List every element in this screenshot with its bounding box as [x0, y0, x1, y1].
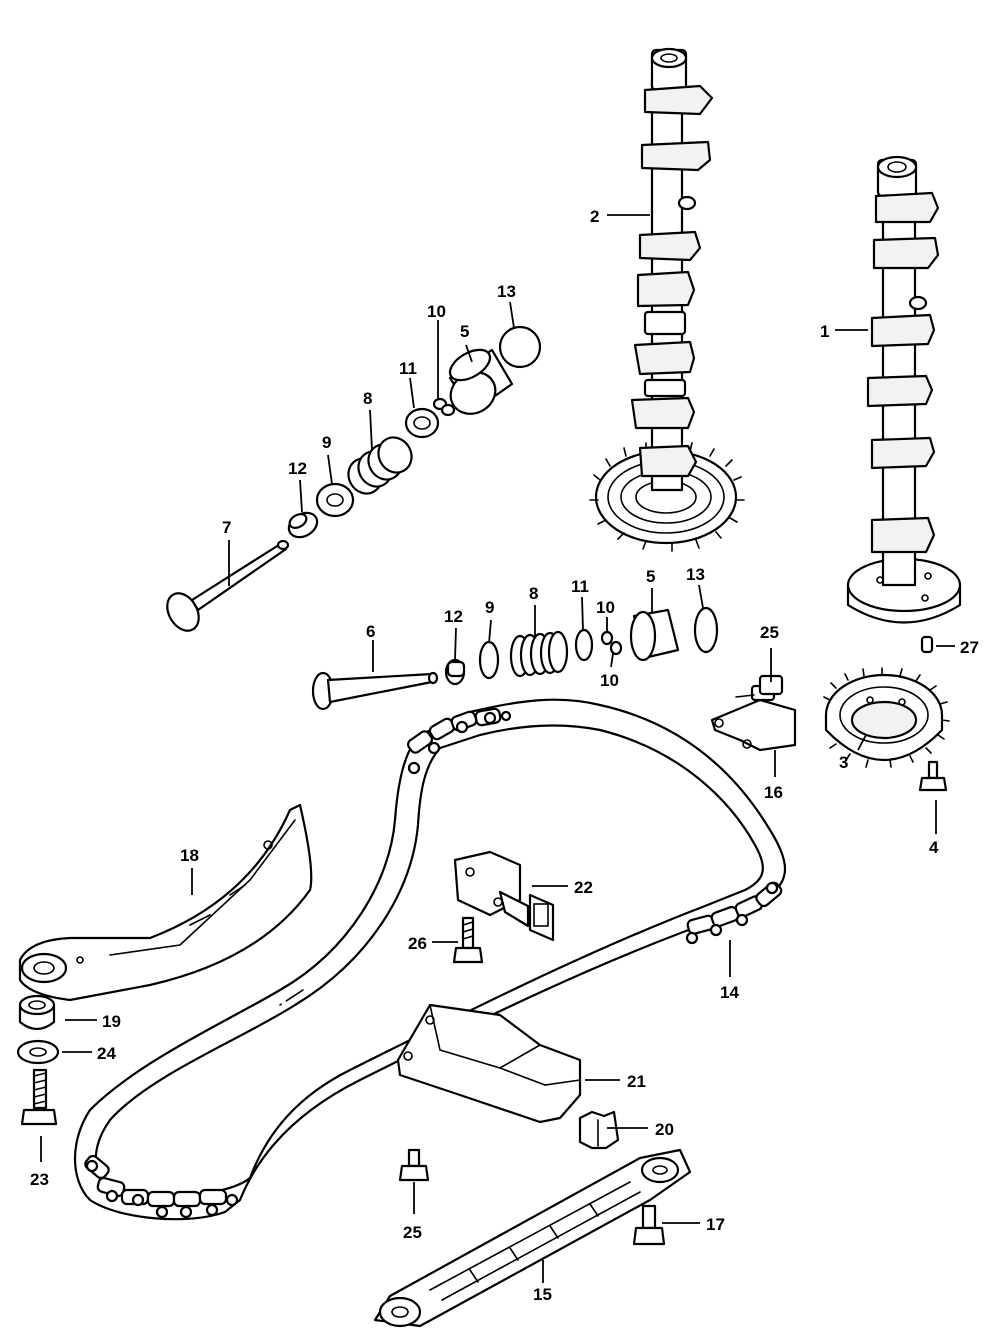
chain-guide-damper [578, 1110, 620, 1150]
callout-17: 17 [706, 1215, 725, 1234]
callout-4: 4 [929, 838, 939, 857]
callout-labels: 1 2 3 4 5 5 6 7 8 8 9 9 10 10 10 11 11 1… [30, 207, 979, 1304]
callout-25b: 25 [403, 1223, 422, 1242]
callout-10b: 10 [596, 598, 615, 617]
lifter-5 [448, 348, 514, 415]
chain-links-right [685, 881, 783, 945]
chain-tensioner-shoe [18, 803, 313, 1002]
callout-11b: 11 [571, 577, 589, 596]
callout-25a: 25 [760, 623, 779, 642]
callout-11a: 11 [399, 359, 417, 378]
callout-16: 16 [764, 783, 783, 802]
tensioner-bushing [18, 994, 56, 1031]
valve-spring-8 [347, 436, 413, 495]
callout-23: 23 [30, 1170, 49, 1189]
callout-8a: 8 [363, 389, 372, 408]
leader-lines [40, 214, 955, 1283]
callout-26: 26 [408, 934, 427, 953]
valve-6 [311, 671, 439, 711]
upper-valve-assembly [166, 325, 542, 632]
lifter-5b [629, 608, 680, 662]
chain-tensioner [453, 850, 555, 942]
callout-6: 6 [366, 622, 375, 641]
chain-guide-21 [396, 1003, 582, 1124]
callout-5a: 5 [460, 322, 469, 341]
tensioner-washer [16, 1039, 60, 1065]
callout-8b: 8 [529, 584, 538, 603]
guide-bolt-17 [632, 1204, 666, 1246]
callout-13b: 13 [686, 565, 705, 584]
callout-2: 2 [590, 207, 599, 226]
callout-21: 21 [627, 1072, 646, 1091]
chain-guide-15 [373, 1148, 692, 1328]
chain-links-bottom [84, 1154, 239, 1219]
sprocket-bolt [918, 760, 948, 792]
callout-3: 3 [839, 753, 848, 772]
callout-24: 24 [97, 1044, 116, 1063]
timing-chain [74, 698, 786, 1221]
dowel-pin [920, 635, 934, 654]
callout-12b: 12 [444, 607, 463, 626]
callout-19: 19 [102, 1012, 121, 1031]
callout-18: 18 [180, 846, 199, 865]
callout-14: 14 [720, 983, 739, 1002]
intake-camshaft [589, 47, 745, 552]
callout-22: 22 [574, 878, 593, 897]
tensioner-bolt [20, 1068, 58, 1126]
callout-1: 1 [820, 322, 829, 341]
lower-valve-assembly [311, 606, 719, 711]
callout-9b: 9 [485, 598, 494, 617]
chain-links-top [407, 707, 512, 775]
camshaft-sprocket [823, 667, 950, 768]
valve-spring-8b [509, 630, 569, 678]
callout-7: 7 [222, 518, 231, 537]
callout-10c: 10 [600, 671, 619, 690]
tensioner-bolt-26 [452, 916, 484, 964]
callout-27: 27 [960, 638, 979, 657]
exhaust-camshaft [846, 155, 962, 624]
callout-9a: 9 [322, 433, 331, 452]
callout-20: 20 [655, 1120, 674, 1139]
valve-7 [166, 539, 290, 632]
callout-13a: 13 [497, 282, 516, 301]
callout-12a: 12 [288, 459, 307, 478]
chain-guide-bracket [710, 674, 797, 752]
guide-bolt-25 [398, 1148, 430, 1182]
callout-10a: 10 [427, 302, 446, 321]
callout-15: 15 [533, 1285, 552, 1304]
callout-5b: 5 [646, 567, 655, 586]
